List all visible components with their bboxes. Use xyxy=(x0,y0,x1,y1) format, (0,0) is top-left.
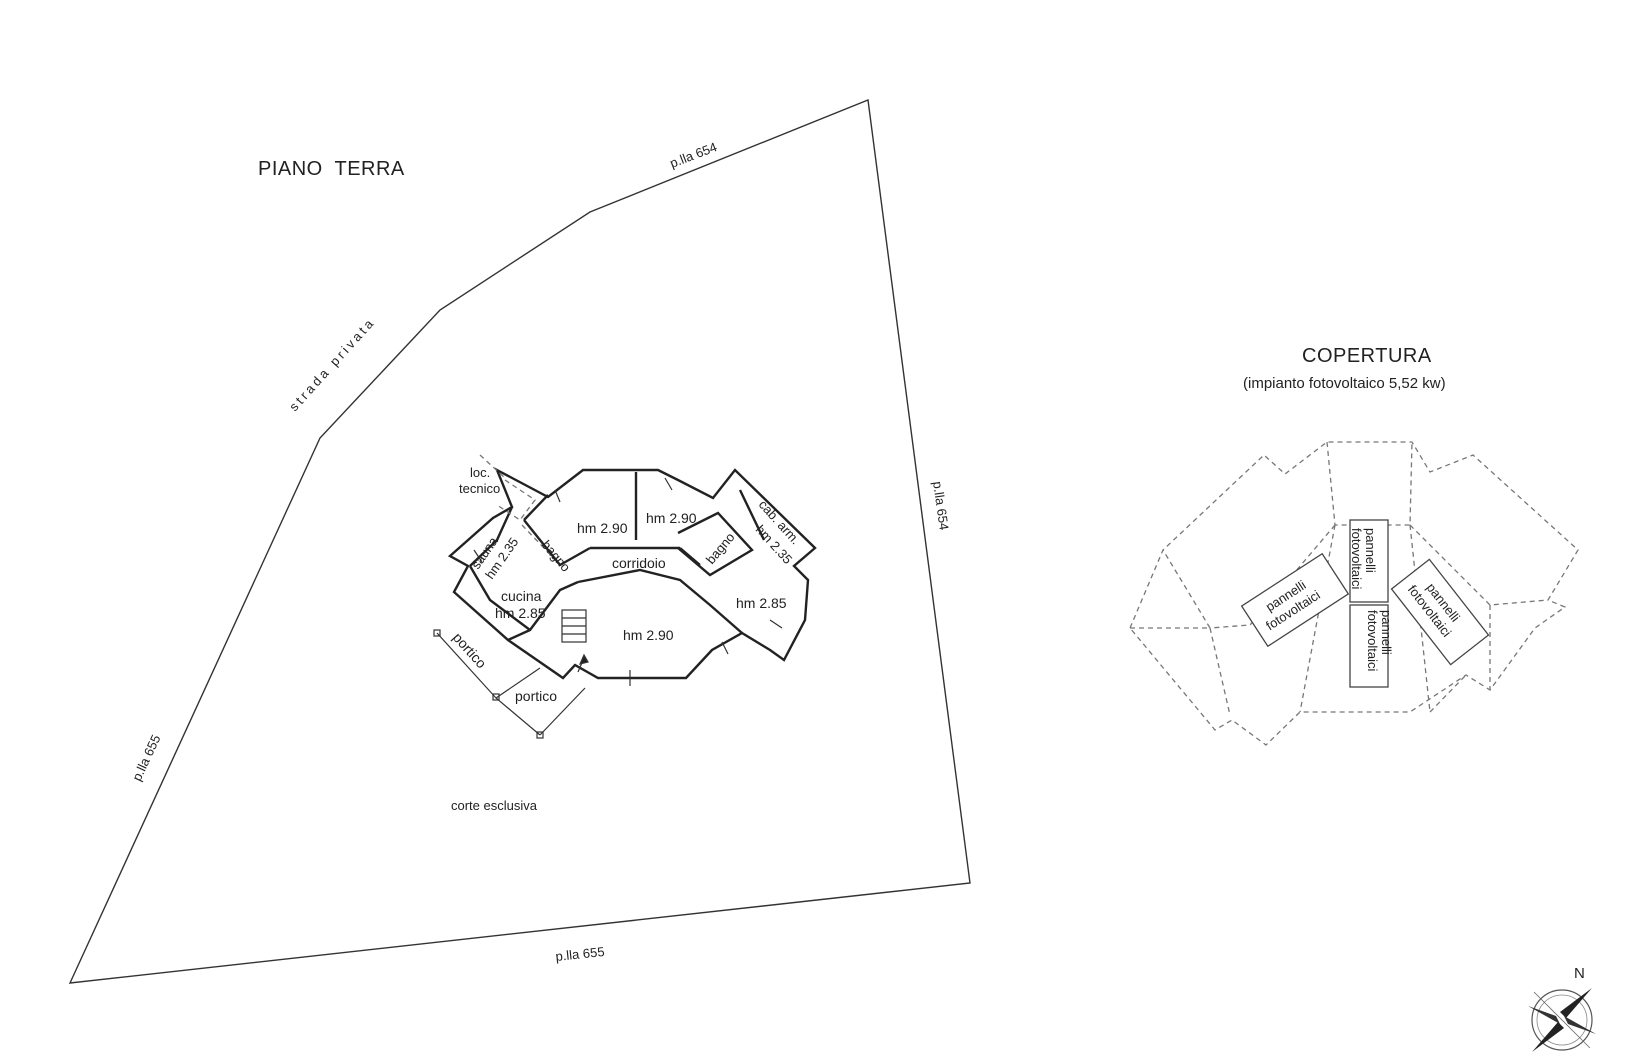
room-c-height: hm 2.85 xyxy=(736,595,787,611)
roof-hip-3 xyxy=(1162,549,1211,629)
room-tecnico-label-text: tecnico xyxy=(459,481,500,496)
wall-kitchen xyxy=(507,580,579,642)
ground-floor-title: PIANO TERRA xyxy=(258,158,405,180)
wall-corridor-end xyxy=(679,547,701,566)
house-outer-wall xyxy=(447,467,817,680)
roof-subtitle: (impianto fotovoltaico 5,52 kw) xyxy=(1243,375,1446,392)
wall-bagno-left xyxy=(523,519,591,567)
portico-pillar-1 xyxy=(433,629,441,637)
roof-valley-left xyxy=(1299,524,1336,713)
loc-tecnico-dashed xyxy=(496,479,536,521)
pv-panel-right: pannelli fotovoltaici xyxy=(1390,558,1490,666)
portico-edge xyxy=(539,687,586,736)
roof-title: COPERTURA xyxy=(1302,345,1432,367)
parcel-label-bottom: p.lla 655 xyxy=(555,944,605,964)
portico-outline xyxy=(436,632,541,736)
wall-bagno-right xyxy=(677,511,754,577)
roof-ridge-top xyxy=(1326,441,1413,526)
house-floor-plan: loc. tecnico sauna hm 2.35 bagno hm 2.90… xyxy=(433,454,817,739)
svg-text:pannelli: pannelli xyxy=(1379,610,1394,655)
roof-plan: pannelli fotovoltaici pannelli fotovolta… xyxy=(1129,441,1579,746)
wall-bagno-top xyxy=(523,494,549,521)
room-living-height: hm 2.90 xyxy=(623,627,674,643)
portico-bottom-label: portico xyxy=(515,688,557,704)
pv-panel-bottom-center: pannelli fotovoltaici xyxy=(1349,604,1394,688)
wall-cab xyxy=(738,489,766,541)
pv-panel-left: pannelli fotovoltaici xyxy=(1240,552,1350,648)
parcel-label-left: p.lla 655 xyxy=(129,732,163,783)
room-a-height: hm 2.90 xyxy=(577,520,628,536)
wall-living-top xyxy=(577,568,743,634)
roof-hip-2 xyxy=(1209,627,1231,716)
svg-text:fotovoltaici: fotovoltaici xyxy=(1365,610,1380,672)
yard-label: corte esclusiva xyxy=(451,798,538,813)
stairs xyxy=(561,609,589,673)
loc-leader xyxy=(479,454,506,479)
compass-needle-north-icon xyxy=(1560,988,1592,1018)
room-bagno-left-label: bagno xyxy=(539,537,574,574)
parcel-label-right: p.lla 654 xyxy=(930,480,952,531)
svg-text:fotovoltaici: fotovoltaici xyxy=(1349,528,1364,590)
road-label: strada privata xyxy=(286,314,378,414)
roof-edge-br xyxy=(1429,674,1467,713)
roof-hip-right xyxy=(1409,524,1549,606)
room-corridoio-label: corridoio xyxy=(612,555,666,571)
portico-pillar-2 xyxy=(492,693,500,701)
window-marks xyxy=(473,477,783,686)
portico-left-label: portico xyxy=(450,629,490,671)
roof-hip-left xyxy=(1209,524,1336,629)
room-cucina-label: cucina xyxy=(501,588,542,604)
pv-panel-top-center: pannelli fotovoltaici xyxy=(1349,519,1389,603)
roof-outline xyxy=(1129,441,1579,746)
wall-kitchen-inner xyxy=(468,565,531,631)
lot-boundary xyxy=(68,99,971,984)
portico-pillar-3 xyxy=(536,731,544,739)
parcel-label-top: p.lla 654 xyxy=(668,139,719,171)
portico-divider xyxy=(495,667,541,699)
north-label: N xyxy=(1574,965,1585,982)
room-loc-label: loc. xyxy=(470,465,490,480)
north-compass: N xyxy=(1528,965,1596,1052)
room-b-height: hm 2.90 xyxy=(646,510,697,526)
svg-text:pannelli: pannelli xyxy=(1363,528,1378,573)
room-cucina-height: hm 2.85 xyxy=(495,605,546,621)
